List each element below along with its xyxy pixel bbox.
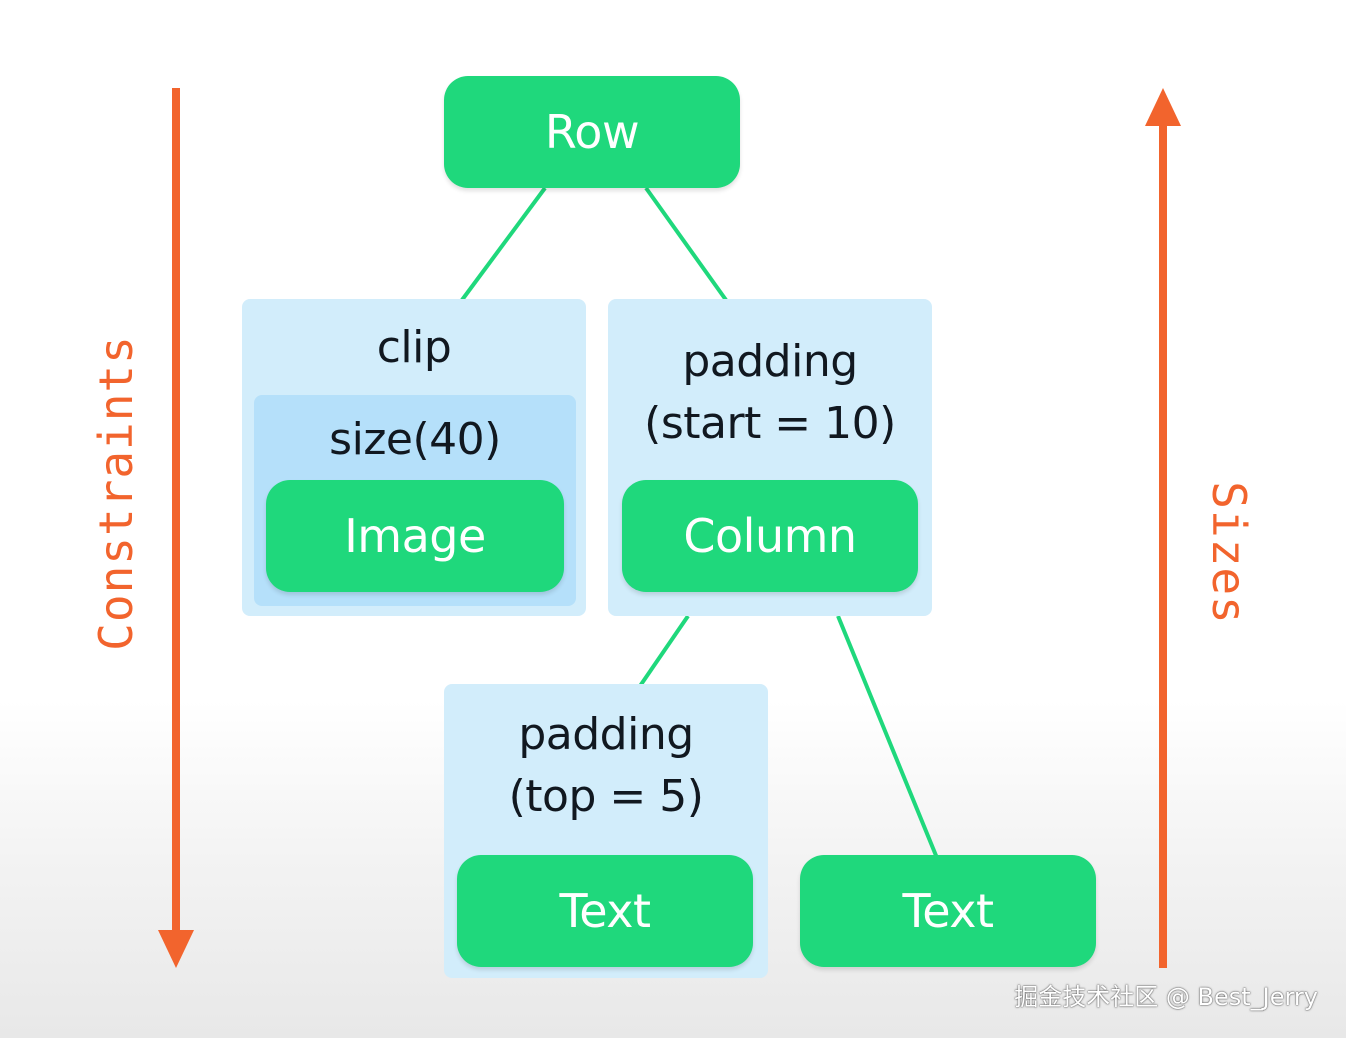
text-node-right: Text (800, 855, 1096, 967)
sizes-arrow-head (1145, 88, 1181, 126)
padding-top-label-line1: padding (518, 709, 694, 760)
size-label: size(40) (329, 414, 501, 465)
constraints-arrow-head (158, 930, 194, 968)
constraints-label: Constraints (89, 335, 143, 651)
connector-column-text (836, 615, 939, 859)
connector-column-padding-top (638, 614, 690, 688)
padding-top-label-line2: (top = 5) (508, 771, 704, 822)
column-node: Column (622, 480, 918, 592)
connector-row-clip (460, 186, 547, 302)
connector-row-padding (644, 186, 728, 302)
clip-label: clip (376, 322, 452, 373)
image-node: Image (266, 480, 564, 592)
padding-start-label-line1: padding (682, 336, 858, 387)
watermark: 掘金技术社区 @ Best_Jerry (1014, 983, 1318, 1011)
sizes-label: Sizes (1202, 481, 1256, 625)
row-node: Row (444, 76, 740, 188)
padding-start-label-line2: (start = 10) (644, 398, 896, 449)
text-node-left: Text (457, 855, 753, 967)
